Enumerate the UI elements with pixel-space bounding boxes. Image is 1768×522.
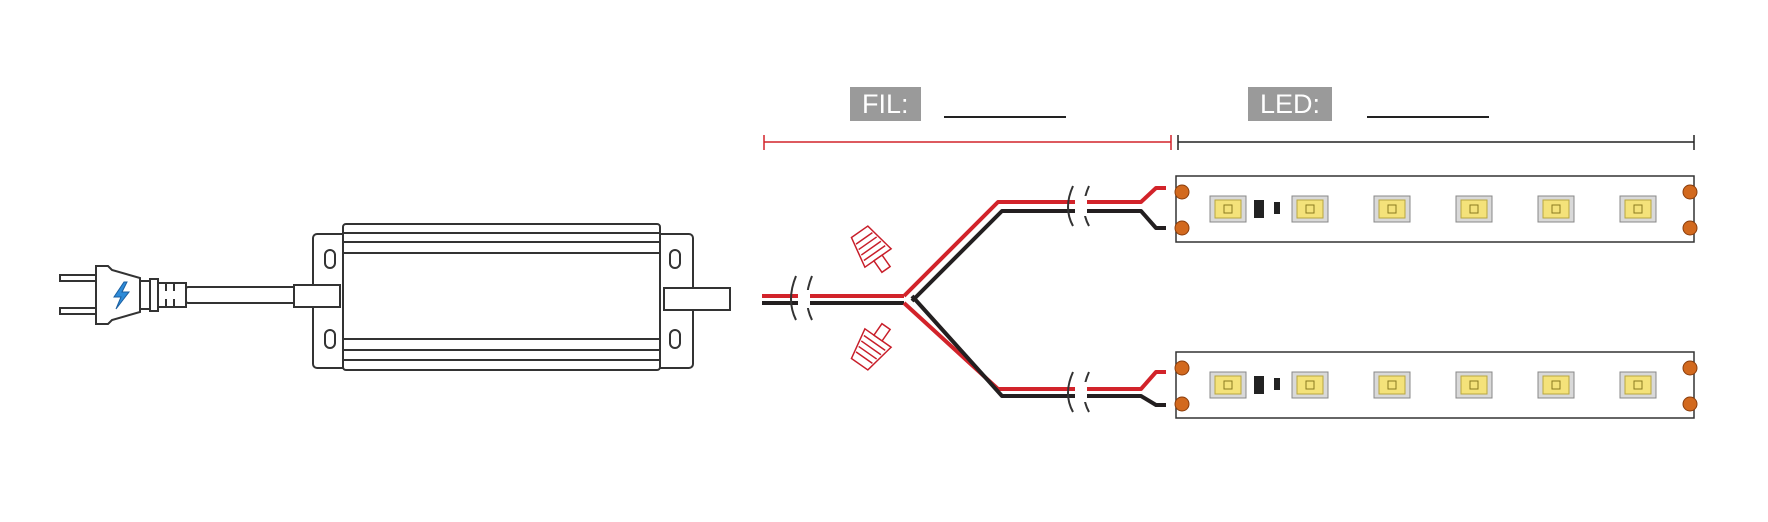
wire-length-dimension	[763, 135, 1172, 150]
wire-length-blank[interactable]	[944, 116, 1066, 118]
cable-break-marks	[790, 185, 1090, 413]
plug-icon	[59, 265, 297, 325]
led-chip-icon	[1291, 195, 1329, 223]
solder-pad	[1174, 220, 1190, 236]
led-chip-icon	[1537, 371, 1575, 399]
solder-pad	[1682, 360, 1698, 376]
resistor	[1254, 376, 1264, 394]
power-supply-icon	[293, 223, 731, 371]
led-strip	[1174, 175, 1698, 243]
led-chip-icon	[1209, 195, 1247, 223]
led-chip-icon	[1455, 371, 1493, 399]
wires	[762, 186, 1166, 407]
led-strip	[1174, 351, 1698, 419]
solder-pad	[1174, 184, 1190, 200]
solder-pad	[1682, 396, 1698, 412]
resistor	[1254, 200, 1264, 218]
lightning-icon	[113, 281, 131, 310]
led-length-blank[interactable]	[1367, 116, 1489, 118]
solder-pad	[1174, 360, 1190, 376]
led-chip-icon	[1537, 195, 1575, 223]
led-chip-icon	[1619, 371, 1657, 399]
component	[1274, 202, 1280, 214]
solder-pad	[1682, 184, 1698, 200]
led-chip-icon	[1373, 371, 1411, 399]
wire-length-label: FIL:	[850, 87, 921, 121]
led-length-label: LED:	[1248, 87, 1333, 121]
wire-connector-icon	[850, 225, 893, 371]
led-strips	[1174, 175, 1698, 419]
led-chip-icon	[1619, 195, 1657, 223]
component	[1274, 378, 1280, 390]
led-length-dimension	[1177, 135, 1695, 150]
led-chip-icon	[1209, 371, 1247, 399]
solder-pad	[1682, 220, 1698, 236]
led-chip-icon	[1455, 195, 1493, 223]
solder-pad	[1174, 396, 1190, 412]
led-chip-icon	[1373, 195, 1411, 223]
led-chip-icon	[1291, 371, 1329, 399]
